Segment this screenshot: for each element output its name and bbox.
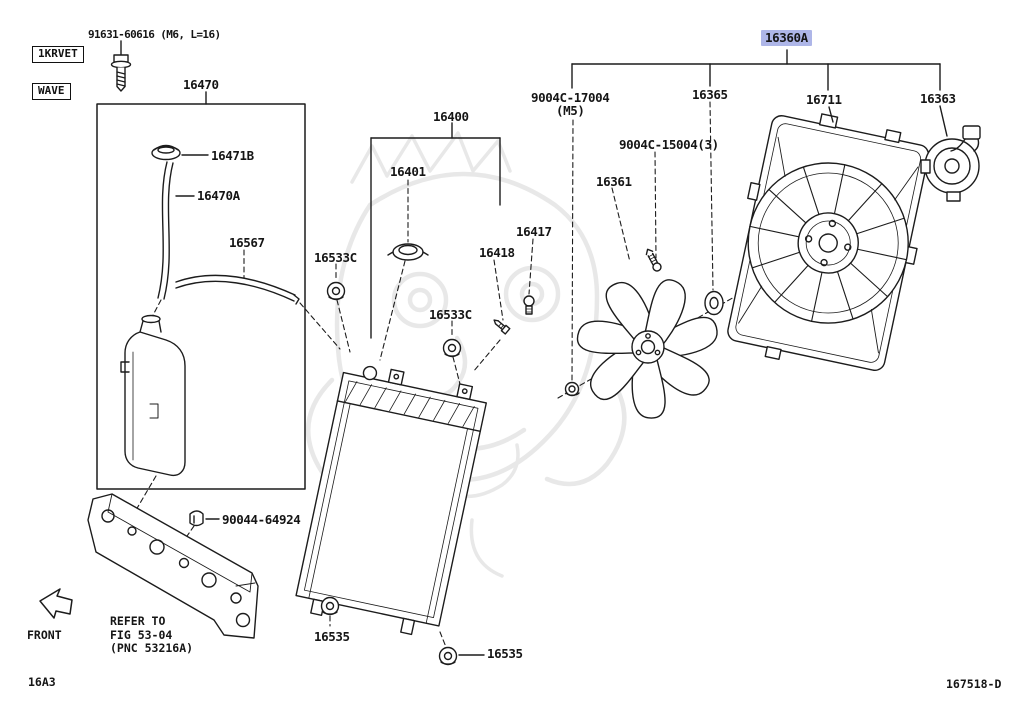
screw-drawing — [645, 248, 662, 272]
front-arrow-icon — [39, 588, 73, 619]
part-label-9004C-17004-size: (M5) — [555, 103, 585, 118]
mount-16535-right-drawing — [438, 646, 485, 666]
part-label-16535-right[interactable]: 16535 — [487, 646, 523, 661]
bolt-91631-drawing — [110, 40, 132, 92]
part-label-90044-64924[interactable]: 90044-64924 — [222, 512, 301, 527]
stamp-wave: WAVE — [32, 83, 71, 100]
hose-16470a-drawing — [157, 161, 195, 300]
part-label-16711[interactable]: 16711 — [806, 92, 842, 107]
radiator-cap-drawing — [387, 243, 429, 261]
mount-16535-left-drawing — [320, 596, 340, 616]
fan-drawing — [576, 279, 718, 419]
reference-note-line1: REFER TO — [110, 614, 166, 628]
part-label-16471B[interactable]: 16471B — [211, 148, 254, 163]
reference-note-line2: FIG 53-04 — [110, 627, 173, 642]
part-label-16470[interactable]: 16470 — [183, 77, 219, 92]
fan-shroud-drawing — [727, 113, 930, 371]
reservoir-tank-drawing — [120, 314, 186, 477]
part-label-9004C-17004[interactable]: 9004C-17004 (M5) — [531, 90, 610, 118]
nut-drawing — [564, 381, 580, 397]
part-label-9004C-17004-number: 9004C-17004 — [531, 90, 610, 105]
part-label-16567[interactable]: 16567 — [229, 235, 265, 250]
part-label-16361[interactable]: 16361 — [596, 174, 632, 189]
clip-90044-drawing — [189, 510, 220, 527]
part-label-16535-left[interactable]: 16535 — [314, 629, 350, 644]
diagram-code: 16A3 — [28, 675, 56, 689]
reservoir-cap-drawing — [151, 144, 209, 161]
fan-motor-drawing — [920, 125, 981, 202]
drawing-number: 167518-D — [946, 677, 1002, 691]
hose-16567-drawing — [175, 274, 300, 305]
reference-note-line3: (PNC 53216A) — [110, 641, 194, 655]
mount-16533c-lower-drawing — [442, 338, 462, 358]
part-label-16363[interactable]: 16363 — [920, 91, 956, 106]
front-direction-label: FRONT — [27, 628, 62, 642]
shroud-bracket-lines — [571, 49, 948, 137]
part-label-16401[interactable]: 16401 — [390, 164, 426, 179]
stamp-1krvet: 1KRVET — [32, 46, 84, 63]
mount-16533c-upper-drawing — [326, 281, 346, 301]
grommet-drawing — [704, 290, 724, 316]
part-label-16400[interactable]: 16400 — [433, 109, 469, 124]
crossmember-drawing — [87, 493, 259, 639]
reference-note: REFER TO FIG 53-04 (PNC 53216A) — [110, 614, 194, 656]
reservoir-group-box — [96, 91, 306, 490]
part-label-16360A[interactable]: 16360A — [761, 30, 812, 46]
plug-16417-drawing — [523, 295, 535, 315]
part-label-16365[interactable]: 16365 — [692, 87, 728, 102]
part-label-16533C-upper[interactable]: 16533C — [314, 250, 357, 265]
plug-16418-drawing — [493, 319, 511, 335]
part-label-9004C-15004[interactable]: 9004C-15004(3) — [619, 137, 719, 152]
part-label-16418[interactable]: 16418 — [479, 245, 515, 260]
part-label-91631-60616[interactable]: 91631-60616 (M6, L=16) — [88, 28, 221, 41]
part-label-16417[interactable]: 16417 — [516, 224, 552, 239]
part-label-16470A[interactable]: 16470A — [197, 188, 240, 203]
radiator-bracket-lines — [370, 122, 501, 339]
radiator-drawing — [295, 365, 487, 636]
part-label-16533C-lower[interactable]: 16533C — [429, 307, 472, 322]
